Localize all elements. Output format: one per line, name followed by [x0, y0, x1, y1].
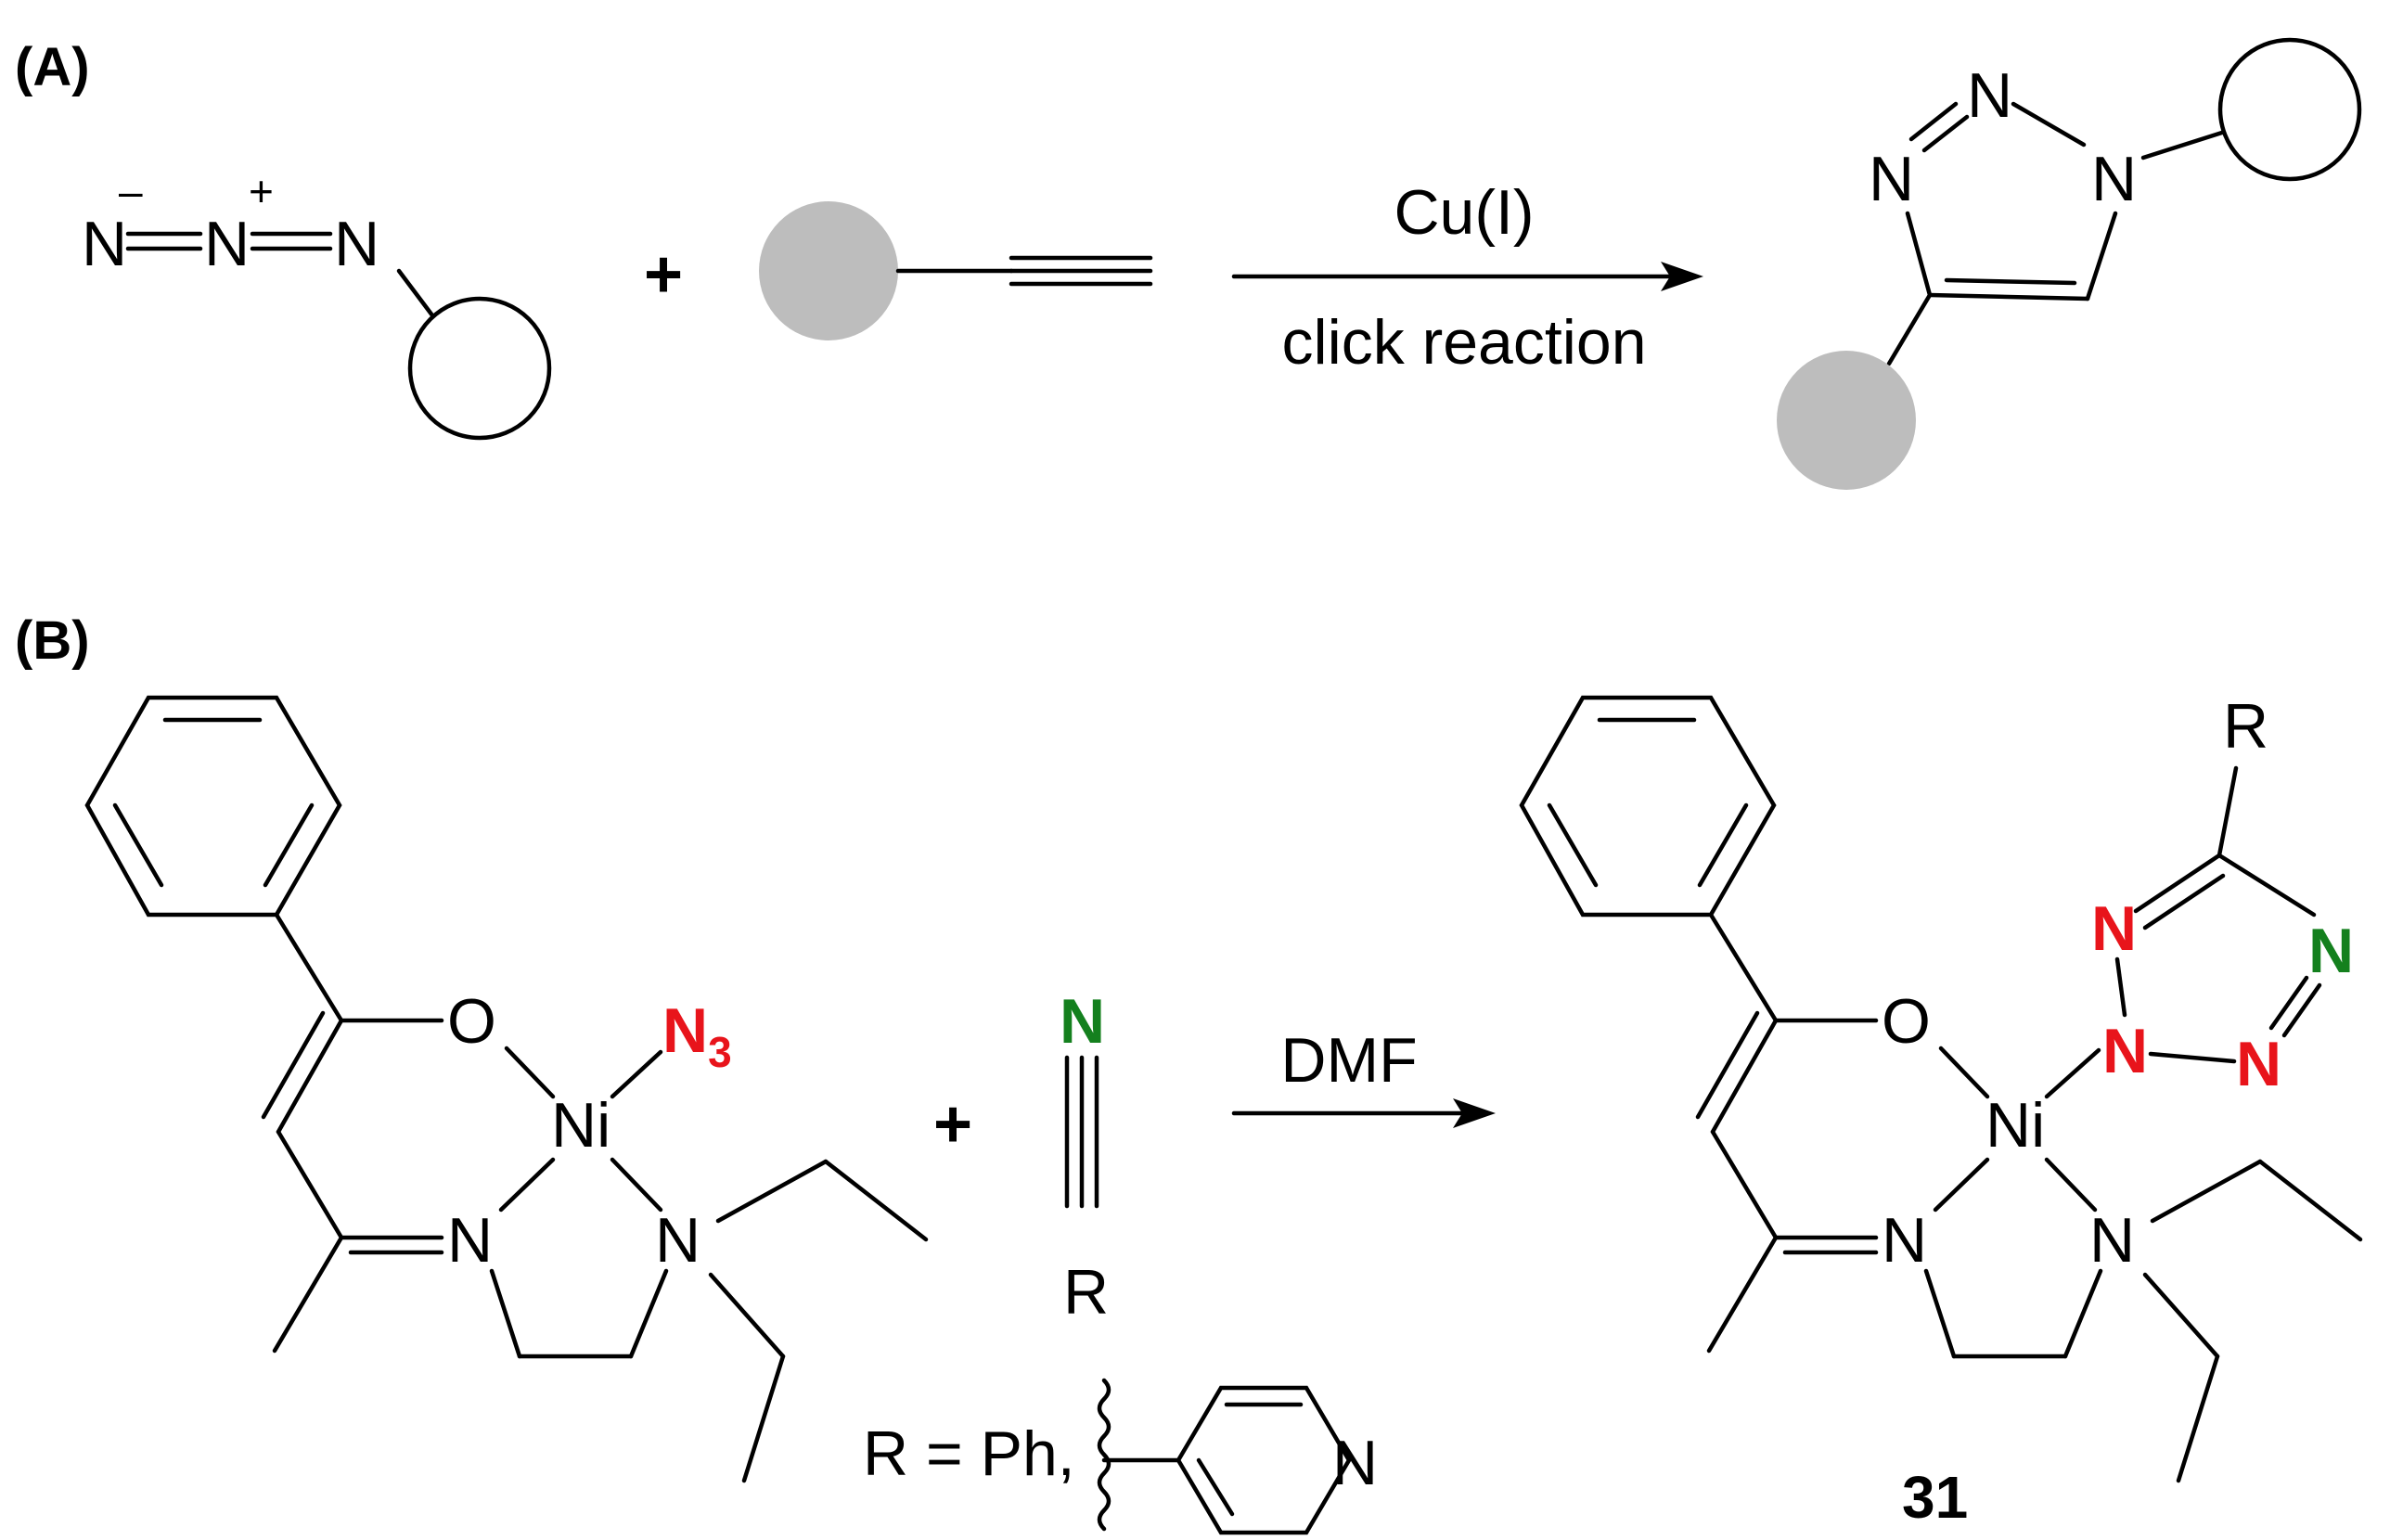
- azide-minus-charge: –: [119, 167, 143, 215]
- triazole-n2: N: [1967, 60, 2012, 131]
- imine-nitrogen: N: [447, 1205, 493, 1276]
- tetrazole-n-lower-right: N: [2236, 1029, 2281, 1099]
- tetrazole-n-upper: N: [2091, 893, 2137, 964]
- pyridine-nitrogen: N: [1332, 1428, 1378, 1498]
- azide-ligand: N3: [662, 995, 732, 1076]
- nickel-azide-complex: O Ni N N N3: [84, 695, 929, 1483]
- organic-azide: N – N + N: [82, 167, 552, 441]
- tetrazole-n-coordinated: N: [2102, 1016, 2148, 1086]
- click-reaction-label: click reaction: [1281, 307, 1646, 378]
- nitrile-r-group: R: [1063, 1257, 1109, 1328]
- catalyst-label: Cu(I): [1394, 177, 1534, 248]
- alkyne-bead: [759, 201, 898, 340]
- product-nickel: Ni: [1985, 1090, 2045, 1161]
- triazole-substituent-ring: [2217, 37, 2362, 182]
- tetrazole-n-from-nitrile: N: [2308, 916, 2354, 986]
- azide-n3: N: [334, 209, 379, 279]
- terminal-alkyne: [759, 201, 1153, 340]
- plus-sign-a: +: [644, 237, 683, 312]
- product-r-group: R: [2223, 691, 2268, 762]
- nitrile-reagent: N R: [1060, 986, 1109, 1328]
- panel-label-b: (B): [15, 610, 90, 671]
- solvent-label: DMF: [1280, 1025, 1417, 1096]
- product-amine-nitrogen: N: [2089, 1205, 2135, 1276]
- nitrile-nitrogen: N: [1060, 986, 1105, 1057]
- triazole-n1: N: [2091, 144, 2137, 214]
- azide-n1: N: [82, 209, 127, 279]
- reaction-arrow-a: Cu(I) click reaction: [1231, 177, 1703, 378]
- product-oxygen: O: [1882, 986, 1931, 1057]
- nickel-center: Ni: [551, 1090, 610, 1161]
- triazole-product: N N N: [1777, 37, 2362, 490]
- product-imine-nitrogen: N: [1882, 1205, 1927, 1276]
- r-group-definition: R = Ph, N: [863, 1378, 1378, 1535]
- reaction-arrow-b: DMF: [1231, 1025, 1496, 1128]
- compound-number: 31: [1902, 1464, 1968, 1531]
- triazole-bead: [1777, 351, 1916, 490]
- azide-n2: N: [204, 209, 250, 279]
- r-definition-label: R = Ph,: [863, 1418, 1075, 1489]
- tetrazolate-product: O Ni N N N N N N R 31: [1519, 691, 2363, 1531]
- azide-substituent-ring: [407, 296, 552, 441]
- enolate-oxygen: O: [447, 986, 496, 1057]
- amine-nitrogen: N: [655, 1205, 700, 1276]
- triazole-n3: N: [1869, 144, 1914, 214]
- azide-plus-charge: +: [249, 167, 274, 215]
- panel-label-a: (A): [15, 37, 90, 97]
- plus-sign-b: +: [933, 1087, 972, 1161]
